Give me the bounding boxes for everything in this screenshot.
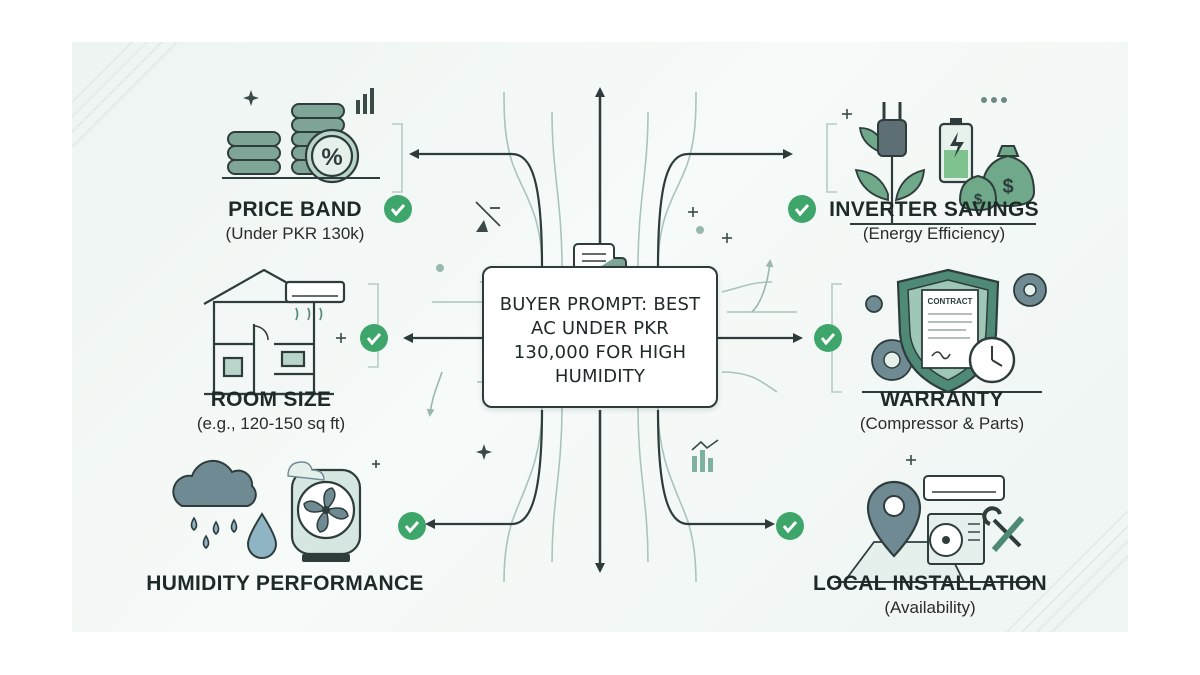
warranty-title: WARRANTY <box>880 388 1004 411</box>
price-band-label: PRICE BAND (Under PKR 130k) <box>200 198 390 244</box>
check-icon-inverter <box>788 195 816 223</box>
inverter-subtitle: (Energy Efficiency) <box>862 224 1006 243</box>
check-icon-humidity <box>398 512 426 540</box>
small-up-arrow <box>751 259 774 313</box>
installation-title: LOCAL INSTALLATION <box>812 572 1048 595</box>
dollar-symbol-small: $ <box>974 191 983 208</box>
plus-decor <box>336 109 916 468</box>
room-size-label: ROOM SIZE (e.g., 120-150 sq ft) <box>176 388 366 434</box>
plug-battery-money-icon: $ $ <box>850 102 1036 225</box>
coins-icon: % <box>222 88 380 184</box>
room-size-subtitle: (e.g., 120-150 sq ft) <box>196 414 346 433</box>
bar-chart-icon <box>356 88 374 114</box>
check-icon-room <box>360 324 388 352</box>
warranty-subtitle: (Compressor & Parts) <box>859 414 1025 433</box>
dollar-symbol-large: $ <box>1002 176 1013 198</box>
branch-arrows <box>403 149 803 529</box>
check-icon-warranty <box>814 324 842 352</box>
location-ac-tools-icon <box>834 475 1034 583</box>
house-floorplan-icon <box>203 268 346 396</box>
sparkle-decor <box>243 90 1007 460</box>
infographic-panel: % <box>72 42 1128 632</box>
installation-label: LOCAL INSTALLATION (Availability) <box>800 572 1060 618</box>
buyer-prompt-text: BUYER PROMPT: BEST AC UNDER PKR 130,000 … <box>499 294 701 387</box>
warranty-label: WARRANTY (Compressor & Parts) <box>830 388 1054 434</box>
check-icon-price <box>384 195 412 223</box>
small-down-arrow <box>426 371 443 417</box>
humidity-cloud-fan-icon <box>172 459 362 562</box>
mini-chart-icon-right <box>691 439 719 472</box>
contract-label: CONTRACT <box>928 297 973 306</box>
installation-subtitle: (Availability) <box>884 598 976 617</box>
background-hatching <box>72 42 1128 632</box>
buyer-prompt-box: BUYER PROMPT: BEST AC UNDER PKR 130,000 … <box>482 266 718 408</box>
inverter-label: INVERTER SAVINGS (Energy Efficiency) <box>812 198 1056 244</box>
percent-symbol: % <box>321 144 342 171</box>
inverter-title: INVERTER SAVINGS <box>829 198 1039 221</box>
humidity-label: HUMIDITY PERFORMANCE <box>140 572 430 596</box>
check-icons <box>360 195 842 540</box>
price-band-subtitle: (Under PKR 130k) <box>225 224 365 243</box>
small-arrow-icon <box>475 201 501 232</box>
price-band-title: PRICE BAND <box>228 198 362 221</box>
humidity-title: HUMIDITY PERFORMANCE <box>146 572 424 595</box>
shield-contract-gears-icon: CONTRACT <box>862 268 1047 394</box>
room-size-title: ROOM SIZE <box>210 388 332 411</box>
check-icon-installation <box>776 512 804 540</box>
